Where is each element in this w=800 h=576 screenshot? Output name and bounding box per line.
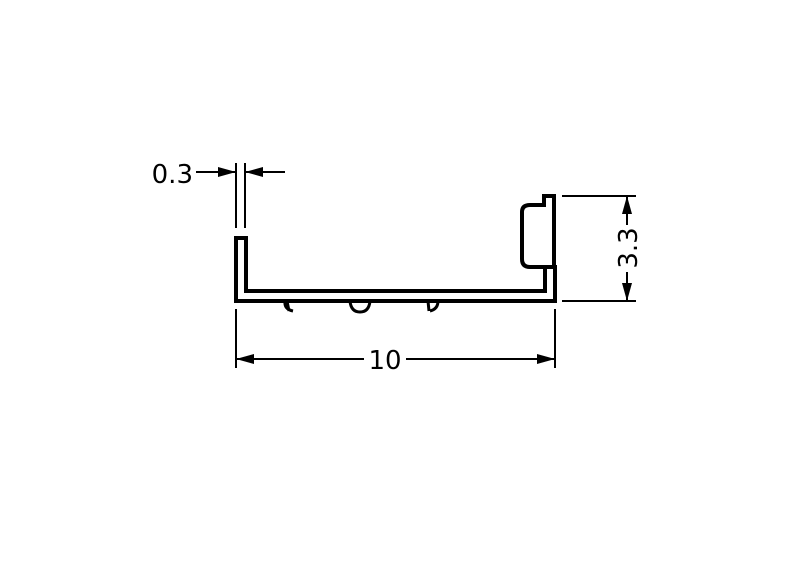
width-label: 10	[368, 346, 401, 376]
thickness-label: 0.3	[152, 160, 193, 190]
height-arrow-top	[622, 196, 632, 214]
thickness-arrow-right	[245, 167, 263, 177]
dimension-width: 10	[235, 309, 556, 376]
rib-left	[283, 300, 294, 313]
right-clip	[520, 194, 556, 269]
thickness-arrow-left	[218, 167, 236, 177]
base-ribs	[283, 300, 440, 314]
height-label: 3.3	[614, 227, 644, 268]
width-arrow-left	[236, 354, 254, 364]
dimension-height: 3.3	[562, 195, 644, 302]
width-arrow-right	[537, 354, 555, 364]
dimension-thickness: 0.3	[152, 160, 285, 228]
channel-profile	[234, 194, 557, 303]
rib-center	[348, 300, 372, 314]
rib-right	[426, 300, 440, 313]
profile-outline	[234, 236, 557, 303]
height-arrow-bottom	[622, 283, 632, 301]
